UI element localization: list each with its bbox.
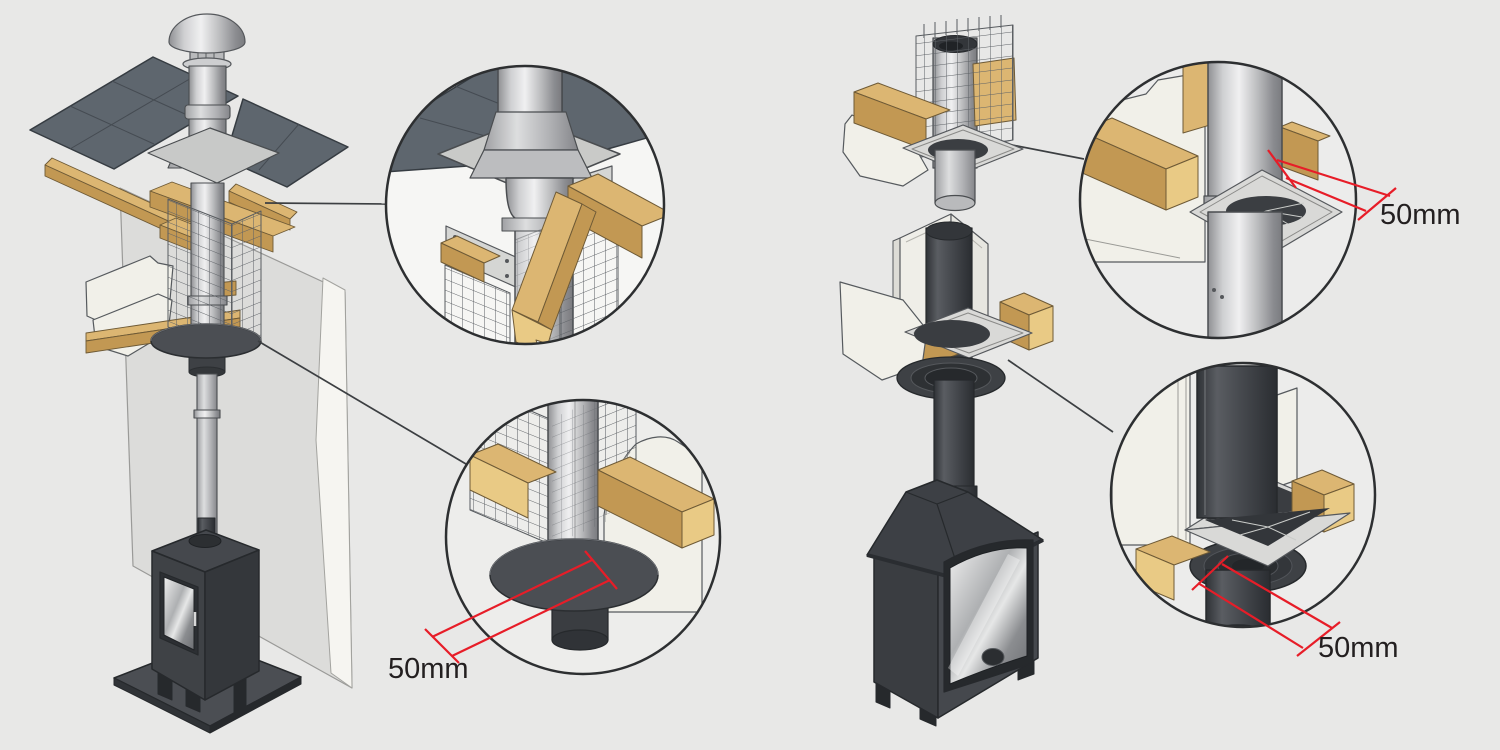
clearance-label-bottom-right: 50mm	[1318, 632, 1399, 664]
joist-assembly-upper	[842, 15, 1024, 212]
roof-tiles	[29, 56, 349, 188]
dimension-marker-top-right	[1267, 149, 1397, 221]
right-stove	[866, 479, 1044, 727]
joist-assembly-boxed	[839, 213, 1054, 491]
detail-joists	[440, 173, 664, 344]
detail-joists	[469, 443, 715, 549]
detail-circle-outline	[1078, 60, 1358, 340]
clearance-label-top-right: 50mm	[1380, 199, 1461, 231]
leader-top-left	[264, 202, 388, 205]
detail-roof-penetration	[384, 64, 666, 346]
left-stove	[113, 517, 302, 734]
mesh-guard	[167, 198, 262, 353]
stove-side	[204, 549, 260, 701]
leader-bottom-right	[1007, 359, 1114, 433]
detail-floor-clearance-right: 50mm	[1109, 361, 1399, 664]
detail-circle-outline	[1109, 361, 1377, 629]
air-control-knob	[981, 648, 1005, 666]
detail-floor-clearance-left: 50mm	[388, 398, 722, 685]
leader-bottom-left	[257, 340, 467, 465]
leader-top-right	[1011, 144, 1085, 160]
callout-leader-lines	[257, 144, 1114, 465]
stove-door-glass	[163, 576, 195, 651]
stove-glass	[949, 547, 1028, 685]
detail-circle-outline	[444, 398, 722, 676]
left-installation	[29, 13, 353, 734]
right-installation	[839, 15, 1054, 727]
dimension-marker-bottom-right	[1191, 555, 1341, 657]
chimney-cowl	[168, 13, 246, 71]
flue-collar	[188, 534, 222, 548]
dimension-marker-left	[424, 550, 618, 664]
roof-flashing-plate	[147, 127, 280, 184]
clearance-label-left: 50mm	[388, 653, 469, 685]
support-plate-detail	[489, 538, 659, 651]
detail-joist-clearance-right: 50mm	[1078, 60, 1461, 340]
detail-circle-outline	[384, 64, 666, 346]
flue-lower-section	[193, 373, 221, 539]
